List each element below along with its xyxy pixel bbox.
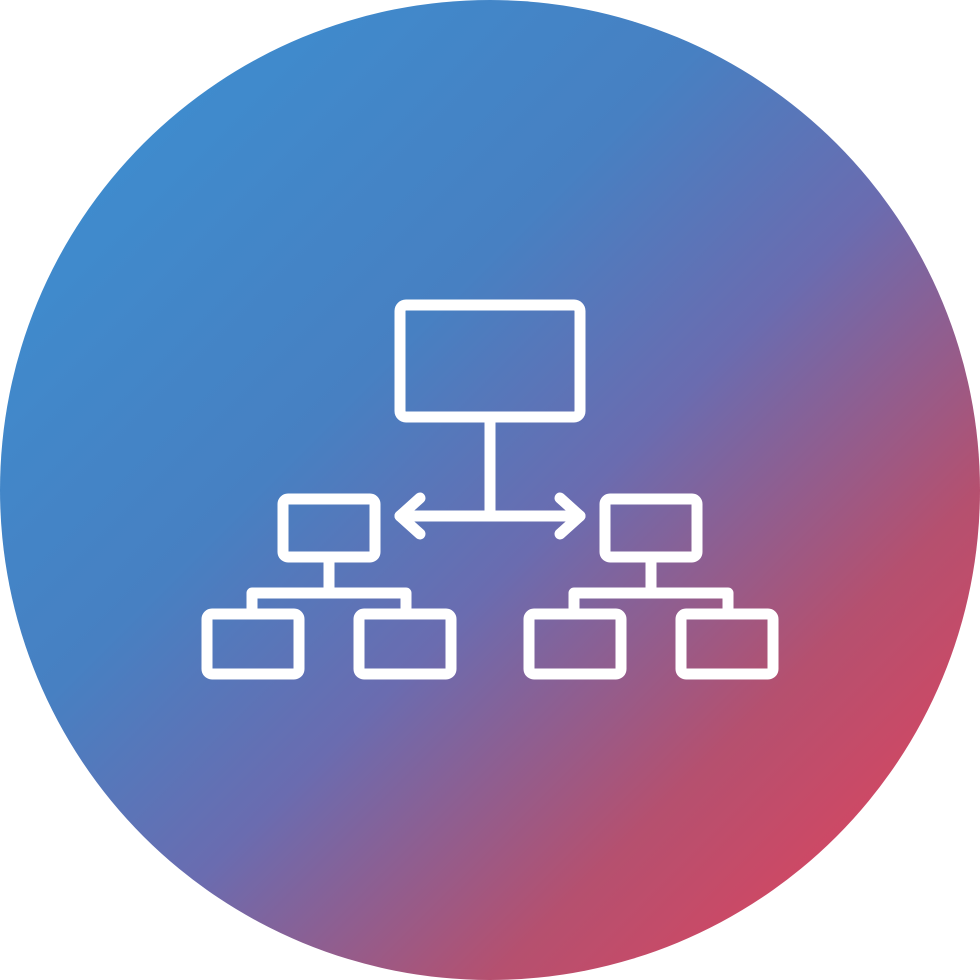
right-branch-line: [568, 587, 734, 620]
org-chart-glyph: [201, 299, 779, 680]
left-branch-line: [246, 587, 412, 620]
right-child-box-1: [523, 608, 627, 680]
left-child-box-2: [353, 608, 457, 680]
right-child-box-2: [675, 608, 779, 680]
double-arrow-icon: [394, 492, 586, 540]
left-child-box-1: [201, 608, 305, 680]
